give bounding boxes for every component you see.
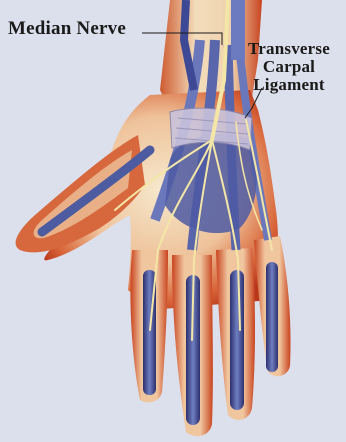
ligament-label-line-1: Transverse <box>234 40 344 58</box>
median-nerve-label: Median Nerve <box>8 20 126 38</box>
ligament-label-line-2: Carpal <box>234 58 344 76</box>
transverse-carpal-ligament-label: Transverse Carpal Ligament <box>234 40 344 94</box>
ligament-label-line-3: Ligament <box>234 76 344 94</box>
